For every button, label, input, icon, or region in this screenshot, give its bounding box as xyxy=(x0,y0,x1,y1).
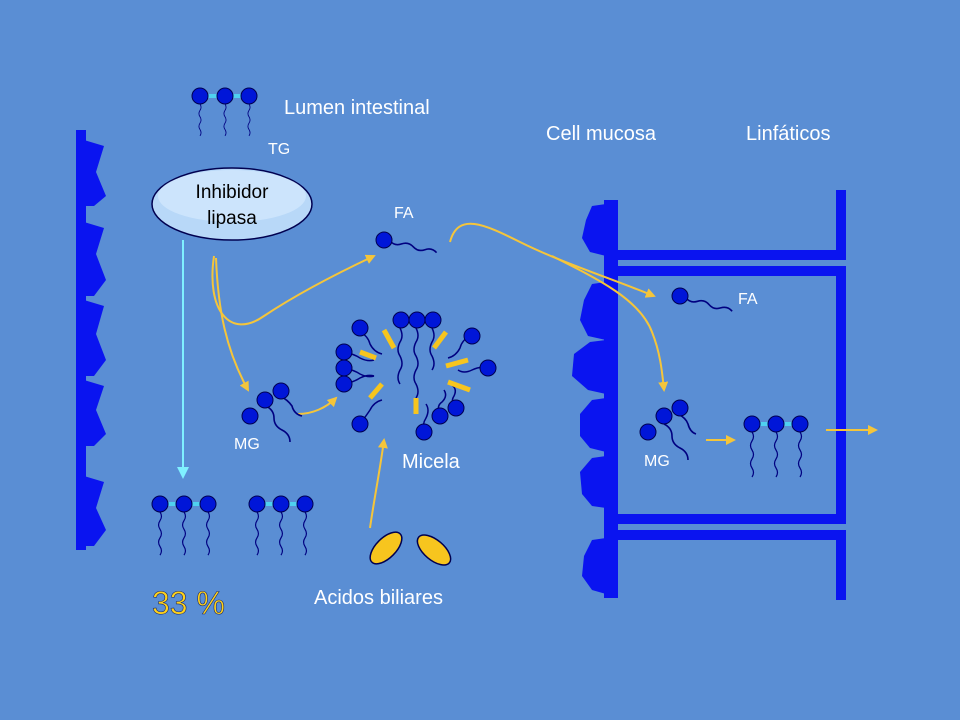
label-micela: Micela xyxy=(402,451,461,473)
monoglyceride-cell xyxy=(639,399,697,461)
arrow-bile-to-micelle xyxy=(369,438,388,529)
label-tg: TG xyxy=(268,141,290,158)
label-mg-lumen: MG xyxy=(234,436,260,453)
label-fa-cell: FA xyxy=(738,291,758,308)
triglyceride-molecule-cell xyxy=(743,415,809,478)
triglyceride-molecule-bottom-2 xyxy=(248,495,314,556)
arrow-fa-to-mg-cell xyxy=(551,255,669,392)
bile-acids xyxy=(369,531,452,566)
label-fa-lumen: FA xyxy=(394,205,414,222)
triglyceride-molecule-top xyxy=(191,87,258,137)
arrow-to-fa xyxy=(211,254,376,326)
fatty-acid-lumen xyxy=(375,231,438,254)
lipase-inhibitor: Inhibidor lipasa xyxy=(151,167,313,241)
triglyceride-molecule-bottom-1 xyxy=(151,495,217,556)
inhibitor-label-line1: Inhibidor xyxy=(196,182,270,203)
label-percent: 33 % xyxy=(152,585,225,621)
fatty-acid-cell xyxy=(671,287,733,312)
monoglyceride-lumen xyxy=(241,382,303,443)
mucosa-cells xyxy=(572,190,846,600)
process-arrows xyxy=(211,222,878,529)
arrow-fa-to-cell xyxy=(449,222,656,298)
label-linfaticos: Linfáticos xyxy=(746,123,831,145)
inhibitor-label-line2: lipasa xyxy=(207,208,257,229)
arrow-to-mg xyxy=(215,257,249,392)
label-lumen-intestinal: Lumen intestinal xyxy=(284,97,430,119)
lumen-wall-left xyxy=(76,130,106,550)
arrow-mg-to-micelle xyxy=(297,396,338,415)
label-cell-mucosa: Cell mucosa xyxy=(546,123,657,145)
label-acidos-biliares: Acidos biliares xyxy=(314,587,443,609)
label-mg-cell: MG xyxy=(644,453,670,470)
micelle xyxy=(335,311,497,441)
